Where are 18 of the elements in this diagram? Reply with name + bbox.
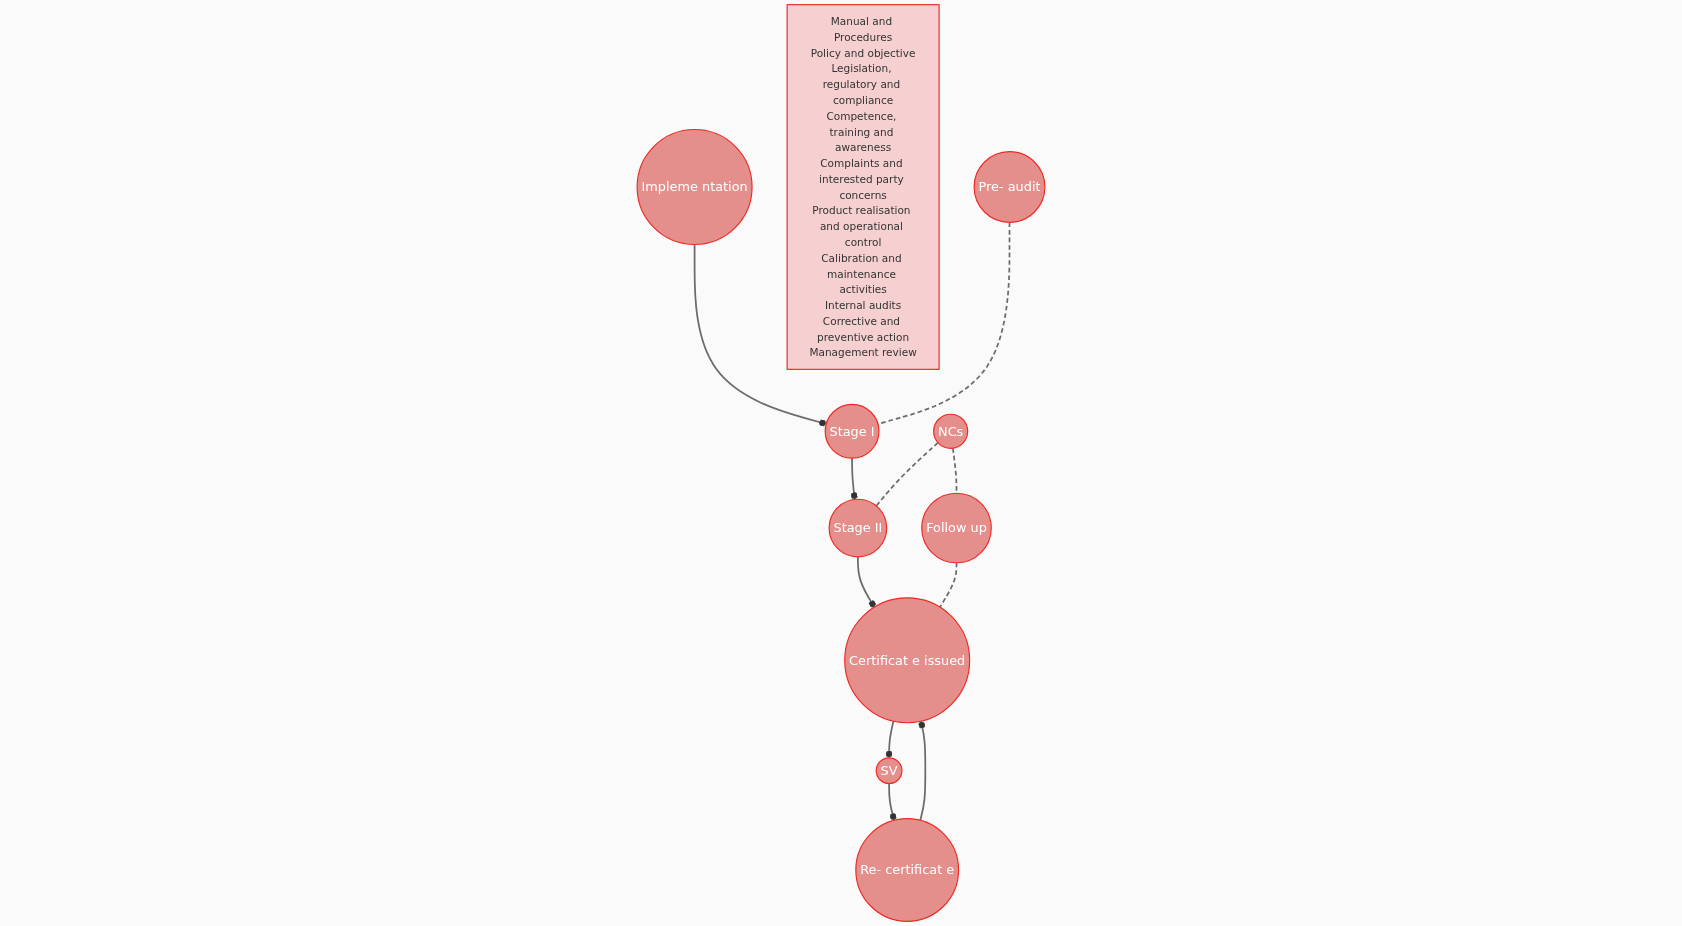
node-circle: Re- certificat e — [855, 818, 960, 922]
node-circle: Certificat e issued — [844, 597, 971, 724]
connector — [918, 720, 927, 822]
connector — [888, 782, 897, 822]
node-circle: Impleme ntation — [636, 128, 753, 246]
node-circle: NCs — [933, 413, 969, 449]
node-box: Manual and Procedures Policy and objective Legislation, regulatory and compliance Competence, training and awareness Complaints and interested party concerns Product realisation and operational control Calibration and maintenance activities Internal audits Corrective and preventive action Management review — [786, 4, 940, 370]
connector — [857, 555, 876, 608]
node-circle: Stage II — [828, 498, 888, 558]
connector — [939, 561, 958, 608]
connector — [693, 243, 828, 427]
node-circle: Pre- audit — [973, 151, 1046, 223]
connector — [885, 720, 895, 759]
connector — [850, 457, 858, 501]
node-circle: SV — [875, 757, 903, 785]
connector — [875, 441, 939, 507]
node-circle: Stage I — [824, 403, 880, 459]
node-circle: Follow up — [921, 492, 992, 564]
